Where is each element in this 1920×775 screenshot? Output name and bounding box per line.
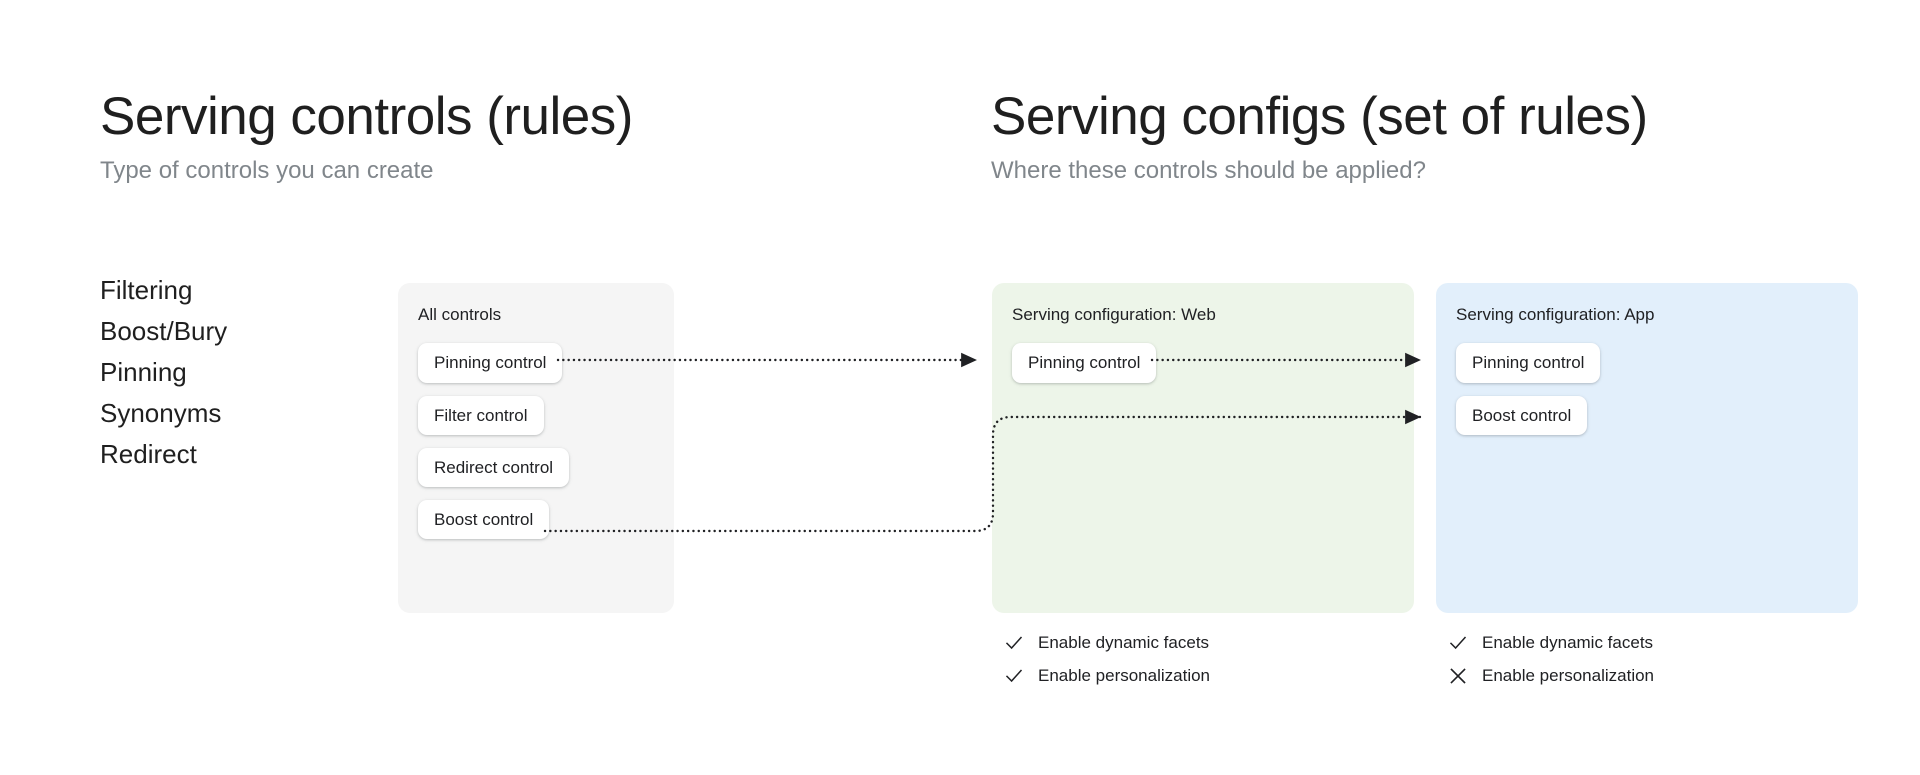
option-row-enable-dynamic-facets[interactable]: Enable dynamic facets (1004, 631, 1210, 655)
serving-config-app-options: Enable dynamic facets Enable personaliza… (1448, 631, 1654, 688)
serving-config-web-options: Enable dynamic facets Enable personaliza… (1004, 631, 1210, 688)
option-row-enable-dynamic-facets[interactable]: Enable dynamic facets (1448, 631, 1654, 655)
option-row-enable-personalization[interactable]: Enable personalization (1004, 664, 1210, 688)
chip-boost-control[interactable]: Boost control (1456, 395, 1588, 435)
check-icon (1449, 636, 1467, 650)
serving-config-web-title: Serving configuration: Web (1012, 305, 1216, 324)
option-label: Enable dynamic facets (1482, 632, 1654, 652)
chip-pinning-control[interactable]: Pinning control (418, 343, 563, 383)
all-controls-card: All controls Pinning control Filter cont… (398, 283, 674, 613)
chip-filter-control[interactable]: Filter control (418, 395, 544, 435)
cross-icon (1450, 668, 1466, 684)
serving-config-web-card: Serving configuration: Web Pinning contr… (992, 283, 1414, 613)
serving-config-app-chip-list: Pinning control Boost control (1456, 343, 1838, 435)
control-type-item: Boost/Bury (100, 316, 228, 346)
left-column-header: Serving controls (rules) Type of control… (100, 88, 633, 186)
all-controls-chip-list: Pinning control Filter control Redirect … (418, 343, 654, 540)
check-icon (1005, 636, 1023, 650)
control-types-list: Filtering Boost/Bury Pinning Synonyms Re… (100, 270, 400, 475)
option-label: Enable personalization (1038, 665, 1211, 685)
right-column-header: Serving configs (set of rules) Where the… (991, 88, 1648, 186)
control-type-item: Pinning (100, 357, 187, 387)
control-type-item: Redirect (100, 439, 197, 469)
left-column-title: Serving controls (rules) (100, 87, 633, 146)
chip-redirect-control[interactable]: Redirect control (418, 447, 570, 488)
option-label: Enable dynamic facets (1038, 632, 1210, 652)
serving-config-app-card: Serving configuration: App Pinning contr… (1436, 283, 1858, 613)
left-column-subtitle: Type of controls you can create (100, 157, 434, 185)
right-column-subtitle: Where these controls should be applied? (991, 157, 1426, 185)
chip-pinning-control[interactable]: Pinning control (1456, 343, 1601, 383)
option-row-enable-personalization[interactable]: Enable personalization (1448, 664, 1654, 688)
check-icon (1005, 669, 1023, 683)
right-column-title: Serving configs (set of rules) (991, 87, 1648, 146)
serving-config-app-title: Serving configuration: App (1456, 305, 1655, 324)
control-type-item: Filtering (100, 275, 193, 305)
chip-boost-control[interactable]: Boost control (418, 500, 550, 540)
serving-config-web-chip-list: Pinning control (1012, 343, 1394, 383)
option-label: Enable personalization (1482, 665, 1655, 685)
control-type-item: Synonyms (100, 398, 222, 428)
all-controls-card-title: All controls (418, 305, 502, 324)
chip-pinning-control[interactable]: Pinning control (1012, 343, 1157, 383)
